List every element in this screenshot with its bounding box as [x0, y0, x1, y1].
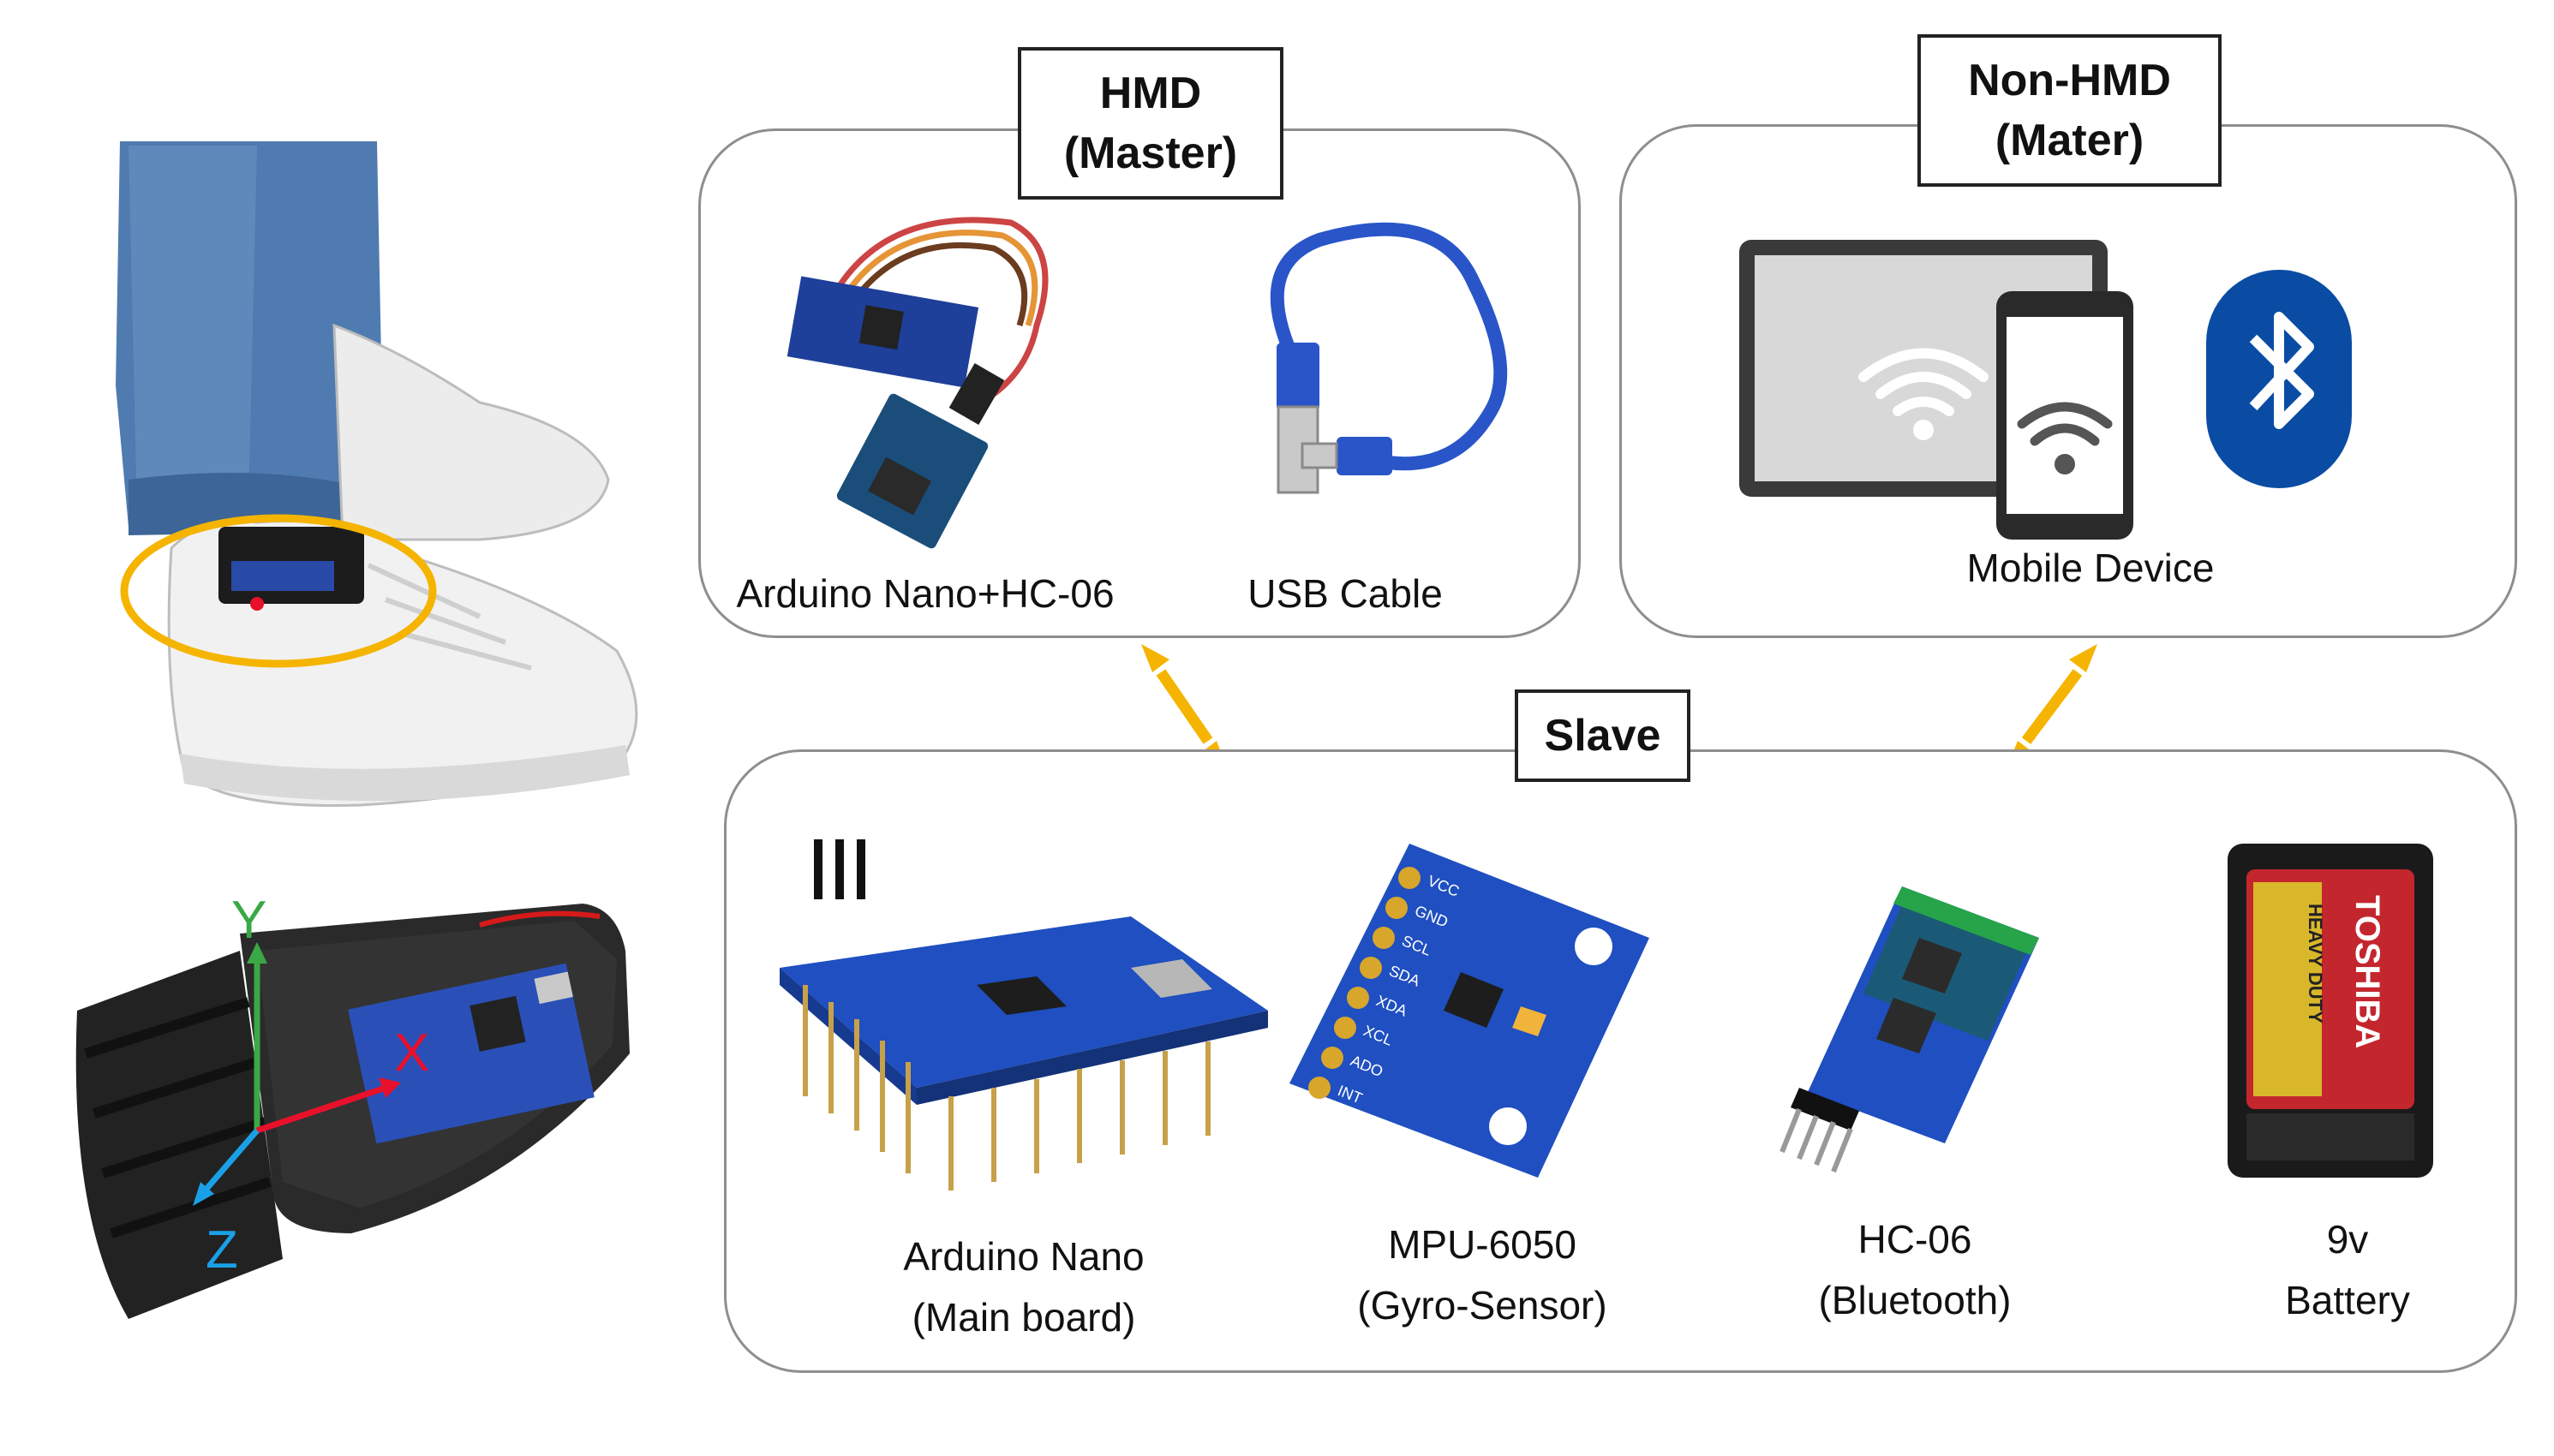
hmd-master-group [698, 128, 1581, 638]
non-hmd-master-title: Non-HMD (Mater) [1917, 34, 2222, 187]
usb-cable-caption: USB Cable [1247, 571, 1443, 616]
axis-z-label: Z [206, 1220, 238, 1280]
axis-y-label: Y [231, 891, 266, 950]
battery-brand-label: TOSHIBA [2348, 895, 2386, 1048]
battery-image: TOSHIBA HEAVY DUTY [2228, 844, 2433, 1178]
mpu6050-caption: MPU-6050 (Gyro-Sensor) [1324, 1214, 1641, 1337]
battery-caption: 9v Battery [2240, 1209, 2455, 1332]
slave-title: Slave [1515, 689, 1690, 782]
mpu6050-caption-line1: MPU-6050 [1388, 1222, 1576, 1267]
non-hmd-title-line1: Non-HMD [1968, 55, 2171, 105]
axis-x-label: X [394, 1023, 429, 1083]
battery-caption-line2: Battery [2285, 1278, 2410, 1323]
battery-caption-line1: 9v [2326, 1217, 2369, 1262]
ankle-wearable-photo [116, 141, 638, 807]
hc06-caption-line1: HC-06 [1857, 1217, 1972, 1262]
hmd-master-title: HMD (Master) [1018, 47, 1283, 200]
arduino-nano-image [780, 839, 1268, 1190]
hc06-image [1779, 886, 2039, 1173]
hc06-caption: HC-06 (Bluetooth) [1791, 1209, 2039, 1332]
usb-cable-image [1270, 222, 1508, 494]
slave-title-text: Slave [1544, 710, 1661, 761]
battery-type-label: HEAVY DUTY [2305, 904, 2326, 1023]
hmd-title-line2: (Master) [1063, 128, 1238, 178]
hmd-title-line1: HMD [1099, 68, 1202, 118]
hc06-caption-line2: (Bluetooth) [1818, 1278, 2012, 1323]
non-hmd-title-line2: (Mater) [1995, 116, 2144, 165]
arduino-hc06-caption: Arduino Nano+HC-06 [736, 571, 1115, 616]
device-closeup-photo: Y X Z [75, 891, 630, 1319]
mobile-device-image [1739, 240, 2133, 540]
arduino-nano-caption: Arduino Nano (Main board) [822, 1226, 1225, 1349]
mobile-device-caption: Mobile Device [1966, 546, 2215, 590]
bluetooth-icon [2206, 270, 2352, 488]
arduino-hc06-image [787, 217, 1049, 549]
mpu6050-image: VCC GND SCL SDA XDA XCL ADO INT [1289, 844, 1649, 1178]
wifi-icon [1858, 348, 1989, 416]
arduino-nano-caption-line1: Arduino Nano [903, 1234, 1145, 1279]
arduino-nano-caption-line2: (Main board) [912, 1295, 1136, 1340]
highlight-ellipse [120, 514, 437, 668]
mpu6050-caption-line2: (Gyro-Sensor) [1357, 1283, 1607, 1328]
